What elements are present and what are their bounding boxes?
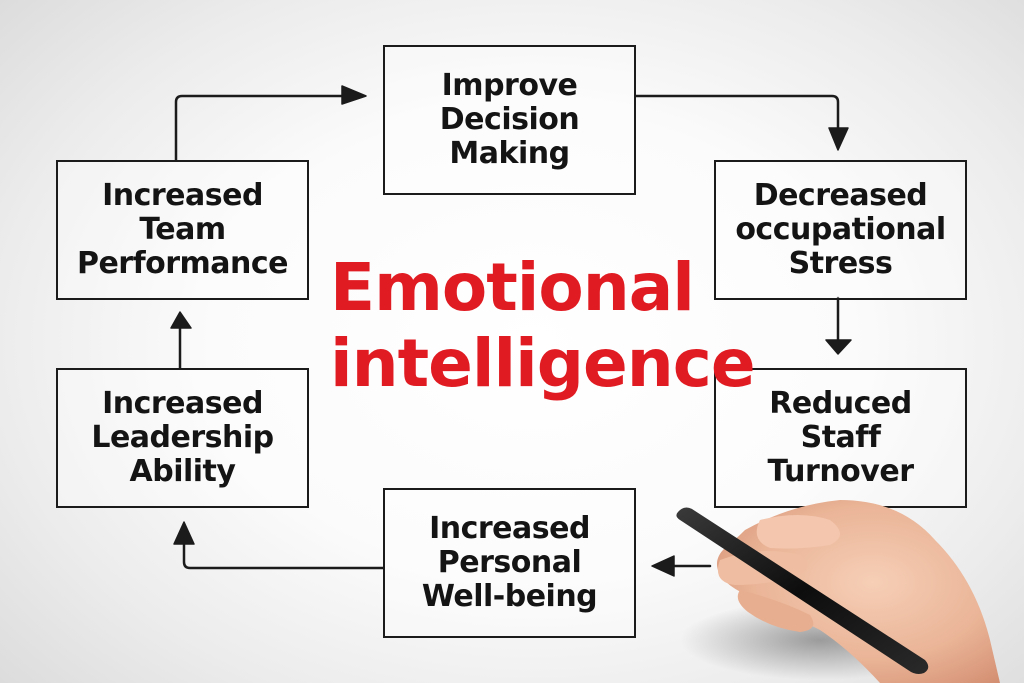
- node-increased-team-performance: Increased Team Performance: [56, 160, 309, 300]
- node-text-line: Increased: [102, 386, 263, 421]
- node-text-line: Leadership: [91, 420, 274, 455]
- node-text-line: Increased: [429, 511, 590, 546]
- node-text-line: Team: [139, 212, 226, 247]
- arrowhead-down-icon: [828, 127, 849, 151]
- node-text-line: Decision: [439, 102, 580, 137]
- arrow-wellbeing-to-leadership: [182, 536, 385, 570]
- node-text-line: Ability: [129, 454, 236, 489]
- node-text-line: Stress: [788, 246, 893, 281]
- hand-shadow: [680, 600, 960, 680]
- node-decreased-occupational-stress: Decreased occupational Stress: [714, 160, 967, 300]
- central-title: Emotional intelligence: [330, 249, 756, 402]
- node-text-line: Increased: [102, 178, 263, 213]
- arrow-decision-to-stress: [634, 94, 840, 130]
- finger-icon: [737, 590, 814, 632]
- node-text-line: Making: [449, 136, 570, 171]
- arrowhead-right-icon: [341, 85, 367, 105]
- arrow-team-to-decision: [174, 94, 347, 162]
- title-line: intelligence: [330, 325, 756, 402]
- title-line: Emotional: [330, 249, 695, 326]
- pen-icon: [676, 507, 929, 674]
- thumb-icon: [756, 515, 840, 549]
- arrowhead-up-icon: [173, 521, 195, 545]
- node-text-line: Improve: [441, 68, 578, 103]
- arrowhead-left-icon: [651, 555, 675, 577]
- node-improve-decision-making: Improve Decision Making: [383, 45, 636, 195]
- arrowhead-down-icon: [825, 339, 852, 355]
- node-increased-leadership-ability: Increased Leadership Ability: [56, 368, 309, 508]
- node-text-line: Personal: [437, 545, 582, 580]
- arrowhead-up-icon: [170, 311, 192, 329]
- node-text-line: Staff: [800, 420, 881, 455]
- node-text-line: occupational: [735, 212, 946, 247]
- finger-icon: [717, 551, 808, 585]
- node-text-line: Decreased: [753, 178, 928, 213]
- node-text-line: Well-being: [421, 579, 598, 614]
- hand-icon: [716, 500, 1000, 683]
- node-text-line: Reduced: [769, 386, 912, 421]
- node-increased-personal-well-being: Increased Personal Well-being: [383, 488, 636, 638]
- node-text-line: Turnover: [767, 454, 915, 489]
- node-text-line: Performance: [76, 246, 289, 281]
